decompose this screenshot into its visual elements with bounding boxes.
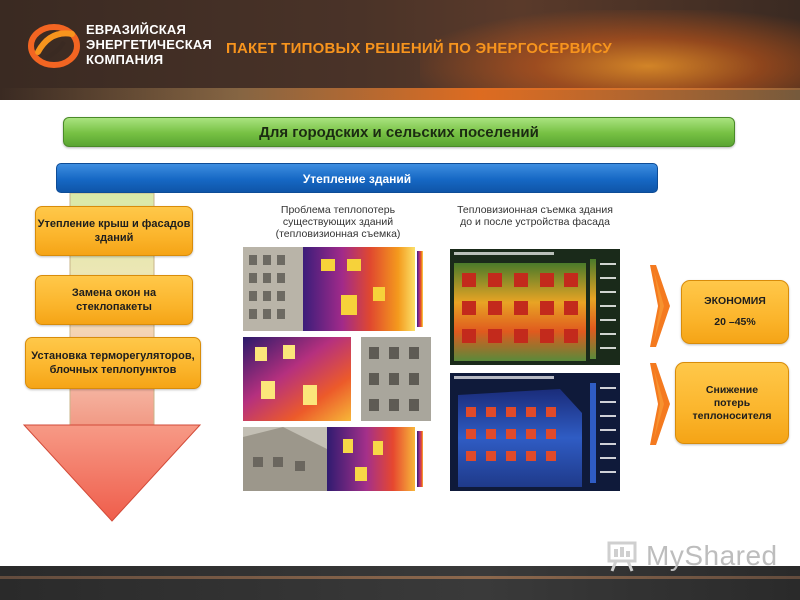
watermark: MyShared [606,536,778,576]
measure-thermoregulators: Установка терморегуляторов, блочных тепл… [25,337,201,389]
company-logo-icon [28,24,80,68]
savings-box: ЭКОНОМИЯ 20 –45% [681,280,789,344]
page-title: ПАКЕТ ТИПОВЫХ РЕШЕНИЙ ПО ЭНЕРГОСЕРВИСУ [226,40,612,57]
insulation-banner: Утепление зданий [56,163,658,193]
settlements-banner: Для городских и сельских поселений [63,117,735,147]
footer-line [0,576,800,579]
thermal-image-3 [243,427,431,491]
savings-value: 20 –45% [714,316,756,328]
header-streak [0,88,800,100]
header-glow [420,10,800,90]
watermark-text: MyShared [646,540,778,571]
header: ЕВРАЗИЙСКАЯ ЭНЕРГЕТИЧЕСКАЯ КОМПАНИЯ ПАКЕ… [0,0,800,100]
loss-reduction-box: Снижение потерь теплоносителя [675,362,789,444]
thermal-image-before [450,249,620,365]
loss-reduction-text: Снижение потерь теплоносителя [692,383,772,422]
presentation-icon [607,541,637,572]
company-line-2: ЭНЕРГЕТИЧЕСКАЯ [86,37,212,52]
thermal-image-2 [243,337,431,421]
measure-roof-facade: Утепление крыш и фасадов зданий [35,206,193,256]
thermal-image-after [450,373,620,491]
thermal-image-1 [243,247,431,331]
company-line-3: КОМПАНИЯ [86,52,164,67]
measure-windows: Замена окон на стеклопакеты [35,275,193,325]
caption-heat-loss: Проблема теплопотерь существующих зданий… [275,204,401,240]
company-name: ЕВРАЗИЙСКАЯ ЭНЕРГЕТИЧЕСКАЯ КОМПАНИЯ [86,22,212,67]
savings-label: ЭКОНОМИЯ [704,295,766,307]
chevron-right-icon [650,363,670,445]
chevron-right-icon [650,265,670,347]
footer-bar [0,566,800,600]
caption-before-after: Тепловизионная съемка здания до и после … [457,204,613,228]
company-line-1: ЕВРАЗИЙСКАЯ [86,22,187,37]
